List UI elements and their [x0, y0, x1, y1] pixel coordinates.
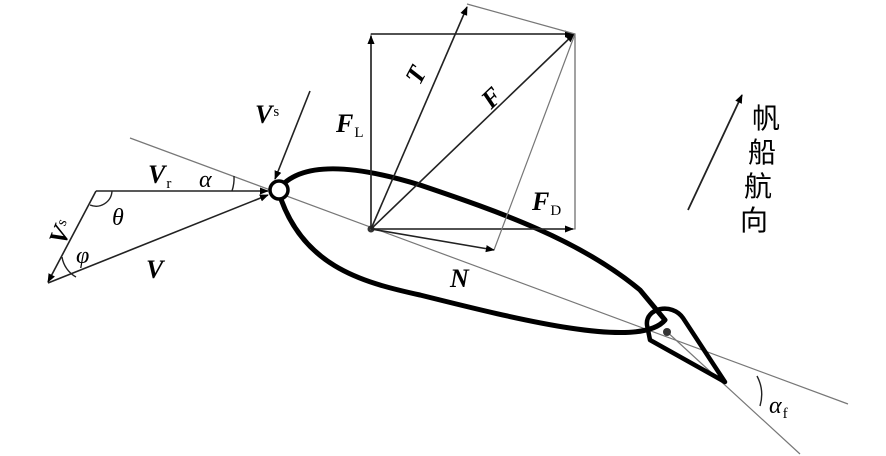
mast-pivot — [268, 179, 290, 201]
flap-hinge — [663, 328, 671, 336]
alpha-arc — [231, 175, 235, 192]
resultant-force-arrow — [370, 33, 575, 230]
v-arrow — [47, 194, 269, 284]
label-fl: FL — [335, 109, 364, 141]
heading-char-4: 向 — [740, 204, 768, 237]
label-t: T — [399, 60, 433, 89]
theta-arc — [89, 190, 113, 207]
label-fd: FD — [531, 187, 561, 219]
flap-outline — [644, 306, 728, 385]
label-alpha-f: αf — [769, 393, 788, 422]
heading-char-1: 帆 — [752, 102, 780, 135]
label-n: N — [449, 264, 470, 293]
flap-line — [664, 329, 801, 455]
heading-char-2: 船 — [748, 136, 776, 169]
label-vs-left: Vs — [43, 215, 79, 248]
heading-arrow — [687, 94, 743, 211]
label-phi: φ — [76, 243, 89, 269]
phi-arc — [61, 256, 77, 278]
chord-line — [129, 137, 849, 405]
label-vr: Vr — [148, 160, 171, 192]
normal-force-arrow — [370, 228, 495, 253]
label-alpha: α — [199, 167, 212, 193]
thrust-arrow — [370, 6, 468, 230]
label-theta: θ — [112, 205, 124, 231]
label-vs-top: Vs — [255, 100, 279, 129]
wing-sail-outline — [275, 166, 668, 336]
alpha-f-arc — [756, 375, 763, 407]
thrust-f-link — [466, 3, 576, 35]
normal-f-link — [493, 33, 576, 251]
heading-char-3: 航 — [744, 170, 772, 203]
vs-left-arrow — [47, 190, 97, 283]
label-v: V — [146, 255, 166, 284]
label-f: F — [475, 81, 508, 115]
vs-top-arrow — [274, 90, 311, 180]
